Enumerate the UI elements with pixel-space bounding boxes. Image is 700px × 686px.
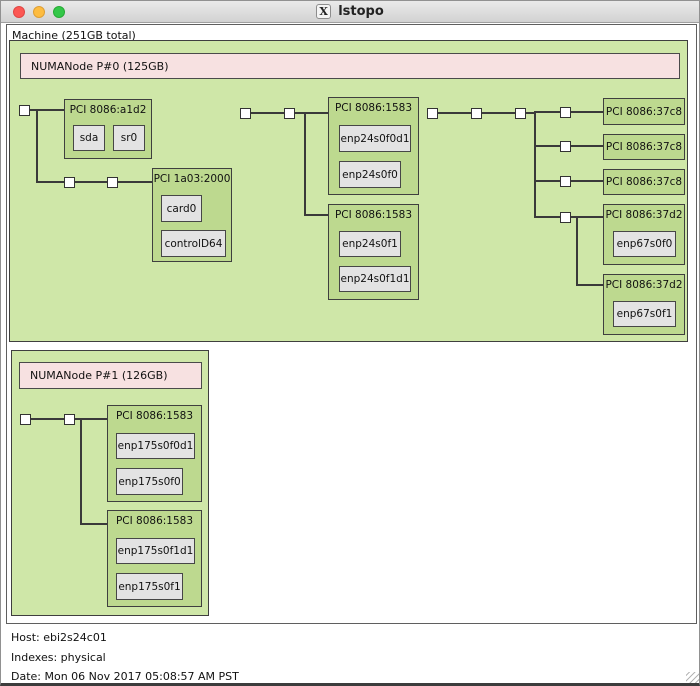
pci-bridge-square: [107, 177, 118, 188]
x11-icon: X: [316, 4, 332, 19]
pci-box-a1d2: PCI 8086:a1d2 sda sr0: [64, 99, 152, 159]
topology-canvas: Machine (251GB total) NUMANode P#0 (125G…: [1, 23, 699, 683]
numanode-1-label: NUMANode P#1 (126GB): [19, 362, 202, 389]
numanode-1-box: NUMANode P#1 (126GB) PCI 8086:1583 enp17…: [11, 350, 209, 616]
connector-line: [438, 112, 471, 114]
connector-line: [534, 111, 560, 113]
pci-box-1583-b: PCI 8086:1583 enp24s0f1 enp24s0f1d1: [328, 204, 419, 300]
traffic-lights: [13, 6, 65, 18]
connector-line: [576, 284, 603, 286]
connector-line: [571, 111, 603, 113]
machine-label: Machine (251GB total): [12, 29, 136, 42]
legend-host: Host: ebi2s24c01: [11, 631, 107, 644]
numanode-0-label: NUMANode P#0 (125GB): [20, 53, 680, 79]
os-device-enp24s0f1: enp24s0f1: [339, 231, 401, 257]
connector-line: [571, 145, 603, 147]
connector-line: [571, 216, 603, 218]
pci-box-1583-c: PCI 8086:1583 enp175s0f0d1 enp175s0f0: [107, 405, 202, 502]
pci-box-label: PCI 8086:a1d2: [69, 104, 147, 116]
pci-bridge-square: [471, 108, 482, 119]
title-group: X lstopo: [316, 4, 384, 19]
connector-line: [80, 523, 107, 525]
pci-bridge-square: [515, 108, 526, 119]
connector-line: [571, 180, 603, 182]
pci-box-label: PCI 8086:37d2: [605, 279, 683, 291]
close-button[interactable]: [13, 6, 25, 18]
connector-line: [526, 112, 536, 114]
pci-bridge-square: [64, 414, 75, 425]
os-device-enp175s0f1d1: enp175s0f1d1: [116, 538, 195, 564]
pci-bridge-square: [560, 107, 571, 118]
pci-box-1a03: PCI 1a03:2000 card0 controlD64: [152, 168, 232, 262]
pci-box-label: PCI 8086:37d2: [605, 209, 683, 221]
minimize-button[interactable]: [33, 6, 45, 18]
os-device-controlD64: controlD64: [161, 230, 226, 257]
connector-line: [251, 112, 284, 114]
os-device-enp175s0f0d1: enp175s0f0d1: [116, 433, 195, 459]
connector-line: [75, 418, 107, 420]
pci-box-37d2-a: PCI 8086:37d2 enp67s0f0: [603, 204, 685, 265]
connector-line: [534, 111, 536, 218]
connector-line: [295, 112, 328, 114]
pci-box-label: PCI 8086:1583: [115, 515, 194, 527]
connector-line: [80, 418, 82, 525]
pci-box-37d2-b: PCI 8086:37d2 enp67s0f1: [603, 274, 685, 335]
connector-line: [75, 181, 107, 183]
pci-box-label: PCI 8086:37c8: [605, 176, 683, 188]
os-device-enp24s0f0d1: enp24s0f0d1: [339, 125, 411, 152]
pci-bridge-square: [560, 176, 571, 187]
window-title: lstopo: [338, 4, 384, 19]
resize-grip[interactable]: [686, 672, 699, 683]
os-device-sr0: sr0: [113, 125, 145, 151]
pci-box-1583-a: PCI 8086:1583 enp24s0f0d1 enp24s0f0: [328, 97, 419, 195]
os-device-sda: sda: [73, 125, 105, 151]
connector-line: [534, 216, 560, 218]
pci-bridge-square: [427, 108, 438, 119]
os-device-enp24s0f0: enp24s0f0: [339, 161, 401, 188]
connector-line: [304, 112, 306, 216]
connector-line: [30, 109, 64, 111]
pci-box-37c8-3: PCI 8086:37c8: [603, 169, 685, 195]
pci-bridge-square: [240, 108, 251, 119]
connector-line: [576, 216, 578, 286]
pci-box-label: PCI 8086:37c8: [605, 141, 683, 153]
os-device-enp24s0f1d1: enp24s0f1d1: [339, 266, 411, 292]
os-device-enp67s0f0: enp67s0f0: [613, 231, 676, 257]
connector-line: [36, 181, 64, 183]
connector-line: [534, 180, 560, 182]
os-device-enp175s0f1: enp175s0f1: [116, 573, 183, 600]
pci-box-label: PCI 8086:37c8: [605, 105, 683, 118]
numanode-0-box: NUMANode P#0 (125GB) PCI 8086:a1d2 sda s…: [9, 40, 688, 342]
pci-bridge-square: [284, 108, 295, 119]
connector-line: [118, 181, 152, 183]
pci-box-label: PCI 8086:1583: [115, 410, 194, 422]
pci-box-1583-d: PCI 8086:1583 enp175s0f1d1 enp175s0f1: [107, 510, 202, 607]
connector-line: [534, 145, 560, 147]
os-device-enp67s0f1: enp67s0f1: [613, 301, 676, 327]
titlebar[interactable]: X lstopo: [1, 1, 699, 23]
pci-box-label: PCI 8086:1583: [334, 102, 413, 114]
pci-box-label: PCI 8086:1583: [334, 209, 413, 221]
pci-box-37c8-2: PCI 8086:37c8: [603, 134, 685, 160]
pci-bridge-square: [20, 414, 31, 425]
os-device-card0: card0: [161, 195, 202, 222]
pci-box-37c8-1: PCI 8086:37c8: [603, 98, 685, 125]
pci-bridge-square: [19, 105, 30, 116]
connector-line: [304, 214, 328, 216]
connector-line: [36, 109, 38, 183]
pci-bridge-square: [560, 141, 571, 152]
legend-indexes: Indexes: physical: [11, 651, 106, 664]
connector-line: [31, 418, 64, 420]
os-device-enp175s0f0: enp175s0f0: [116, 468, 183, 495]
maximize-button[interactable]: [53, 6, 65, 18]
pci-bridge-square: [560, 212, 571, 223]
legend-date: Date: Mon 06 Nov 2017 05:08:57 AM PST: [11, 670, 239, 683]
connector-line: [482, 112, 515, 114]
pci-bridge-square: [64, 177, 75, 188]
pci-box-label: PCI 1a03:2000: [153, 173, 231, 185]
